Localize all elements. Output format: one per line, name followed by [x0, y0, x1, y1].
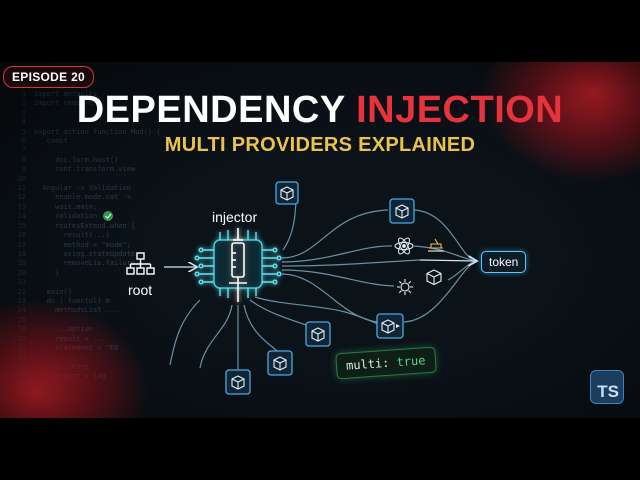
cube-icon — [426, 269, 442, 286]
atom-icon — [394, 237, 414, 255]
check-accent-icon — [103, 211, 113, 221]
gear-icon — [397, 279, 413, 295]
token-box: token — [481, 251, 527, 273]
connector-lines — [169, 194, 477, 372]
package-icon — [428, 238, 444, 252]
code-value: true — [396, 353, 426, 370]
injector-label: injector — [212, 209, 258, 225]
cube-icon — [389, 198, 415, 224]
tree-icon — [126, 252, 155, 275]
thumbnail-frame: 1import defaults ... 2import require ...… — [0, 62, 640, 418]
cube-icon — [225, 369, 251, 395]
syringe-chip-icon — [194, 228, 282, 302]
title-part-white: DEPENDENCY — [76, 89, 345, 131]
cube-icon — [275, 181, 299, 205]
title-part-red: INJECTION — [356, 89, 564, 131]
page-title: DEPENDENCY INJECTION — [0, 88, 640, 132]
typescript-logo: TS — [590, 370, 624, 404]
root-label: root — [128, 282, 153, 298]
cube-icon — [305, 321, 331, 347]
token-arrow — [419, 260, 476, 261]
code-key: multi: — [345, 355, 390, 373]
episode-badge: EPISODE 20 — [3, 66, 95, 88]
check-mark-icon — [105, 213, 112, 219]
cube-icon — [267, 350, 293, 376]
cube-icon — [376, 313, 404, 339]
vignette — [0, 62, 640, 418]
page-subtitle: MULTI PROVIDERS EXPLAINED — [164, 134, 476, 156]
